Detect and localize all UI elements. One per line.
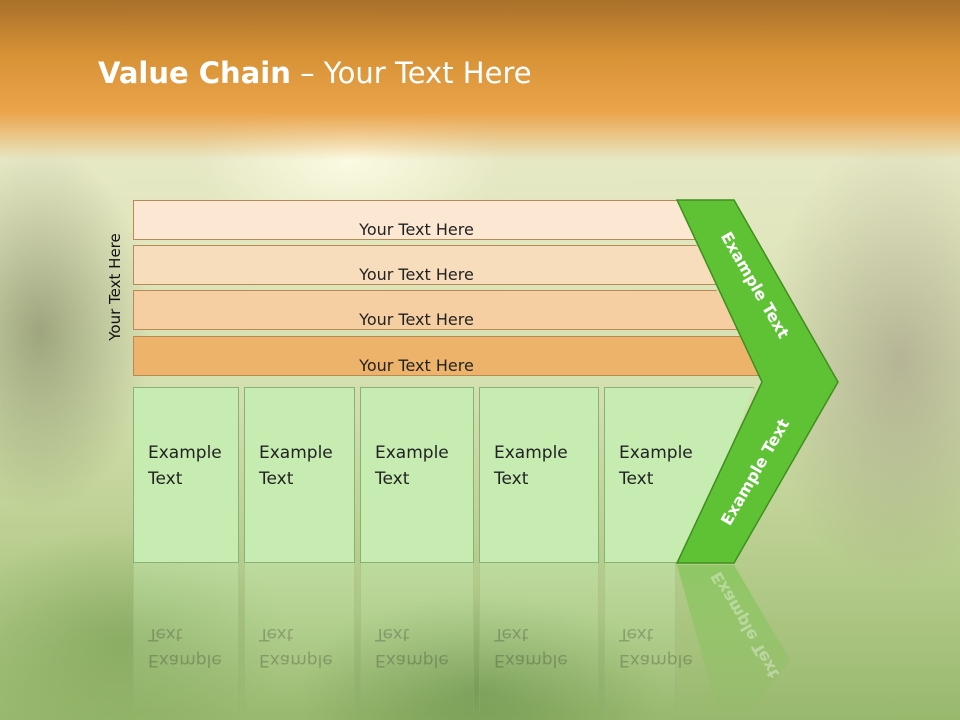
band-2: Your Text Here <box>133 245 720 285</box>
band-3-text: Your Text Here <box>359 310 474 329</box>
band-1-text: Your Text Here <box>359 220 474 239</box>
column-3-line1: Example <box>375 443 449 463</box>
column-2-line2: Text <box>259 469 294 489</box>
column-3: Example Text <box>360 387 474 563</box>
column-5-line1: Example <box>619 443 693 463</box>
slide-title-bold: Value Chain <box>98 56 291 90</box>
column-1: Example Text <box>133 387 239 563</box>
column-4-line1: Example <box>494 443 568 463</box>
arrow-reflection <box>677 565 790 720</box>
column-4-line2: Text <box>494 469 529 489</box>
band-1: Your Text Here <box>133 200 700 240</box>
column-2: Example Text <box>244 387 355 563</box>
column-1-line2: Text <box>148 469 183 489</box>
slide-title: Value Chain – Your Text Here <box>98 56 532 90</box>
band-4-text: Your Text Here <box>359 356 474 375</box>
column-3-line2: Text <box>375 469 410 489</box>
column-2-line1: Example <box>259 443 333 463</box>
arrow-chevron <box>675 199 839 564</box>
band-4: Your Text Here <box>133 336 765 376</box>
column-1-line1: Example <box>148 443 222 463</box>
slide-title-rest: – Your Text Here <box>290 56 532 90</box>
header-bar <box>0 0 960 160</box>
band-3: Your Text Here <box>133 290 741 330</box>
column-5-line2: Text <box>619 469 654 489</box>
band-2-text: Your Text Here <box>359 265 474 284</box>
column-4: Example Text <box>479 387 599 563</box>
